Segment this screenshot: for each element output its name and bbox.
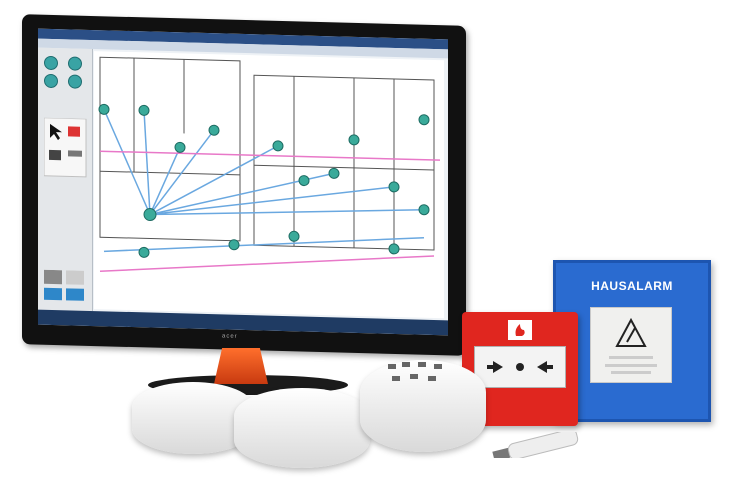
smoke-detector-center bbox=[234, 388, 370, 468]
monitor-brand-logo: acer bbox=[222, 333, 238, 340]
monitor: acer bbox=[22, 14, 466, 356]
monitor-stand-neck bbox=[214, 348, 268, 384]
detector-vents bbox=[388, 362, 442, 381]
detector-tool-icon bbox=[68, 56, 82, 71]
floor-plan-diagram bbox=[94, 51, 444, 319]
usb-stick bbox=[492, 432, 579, 458]
detector-tool-icon bbox=[44, 73, 58, 89]
call-point-glass bbox=[474, 346, 566, 388]
hausalarm-title: HAUSALARM bbox=[591, 279, 673, 293]
cursor-tools-icons bbox=[44, 117, 87, 178]
detector-tool-icon bbox=[68, 74, 82, 89]
heat-detector-right bbox=[360, 360, 486, 452]
smoke-detector-left bbox=[132, 382, 254, 454]
hausalarm-box: HAUSALARM bbox=[553, 260, 711, 422]
fire-symbol-icon bbox=[508, 320, 532, 340]
tool-panel bbox=[38, 47, 93, 312]
warning-triangle-icon bbox=[605, 317, 657, 374]
layer-tools-icons bbox=[44, 269, 84, 301]
detector-tool-icon bbox=[44, 55, 58, 71]
monitor-screen bbox=[38, 28, 448, 336]
press-arrows-icon bbox=[487, 361, 553, 373]
hausalarm-glass-panel bbox=[590, 307, 672, 383]
